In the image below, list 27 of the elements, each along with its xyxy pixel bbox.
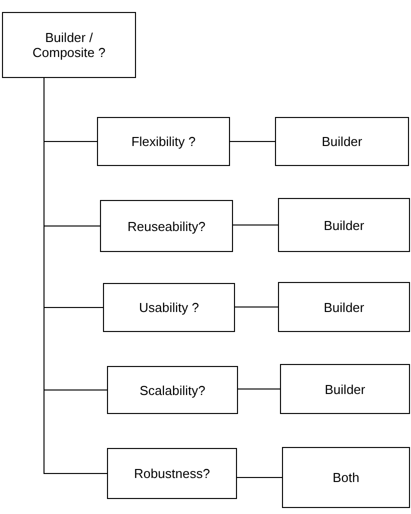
- process-box: [103, 283, 235, 332]
- box-label: Builder: [322, 300, 366, 314]
- box-label: Builder: [322, 218, 366, 232]
- process-box: [282, 447, 410, 508]
- process-box: [278, 198, 410, 252]
- connector-line: [238, 388, 280, 390]
- box-label: Scalability?: [138, 382, 206, 398]
- box-label: Builder: [320, 134, 364, 149]
- box-label: Flexibility ?: [130, 134, 197, 149]
- process-box: [107, 448, 237, 499]
- box-label: Builder: [324, 382, 366, 396]
- connector-line: [234, 306, 278, 308]
- process-box: [275, 117, 409, 166]
- connector-line: [230, 141, 276, 142]
- box-label: Builder / Composite ?: [32, 30, 106, 60]
- box-label: Usability ?: [138, 300, 200, 315]
- process-box: [100, 200, 233, 252]
- process-box: [280, 364, 410, 414]
- box-label: Both: [332, 470, 360, 485]
- process-box: [278, 282, 410, 332]
- box-label: Robustness?: [133, 466, 211, 481]
- connector-line: [232, 224, 278, 226]
- box-label: Reuseability?: [126, 218, 207, 234]
- process-box: [2, 12, 136, 78]
- process-box: [97, 117, 230, 166]
- process-box: [107, 366, 238, 414]
- connector-line: [236, 477, 282, 478]
